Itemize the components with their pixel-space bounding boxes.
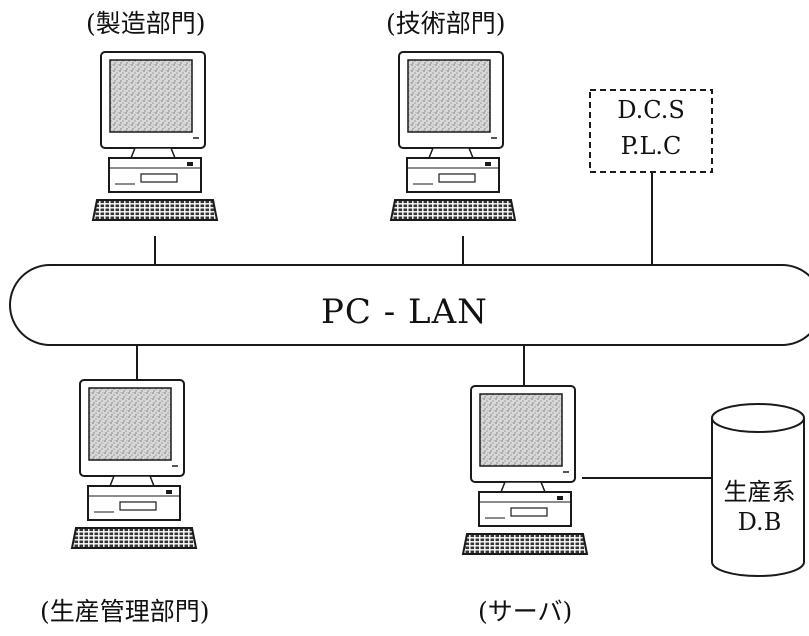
controller-box (589, 89, 713, 173)
controller-label-dcs: D.C.S (617, 96, 685, 124)
label-technical: (技術部門) (386, 9, 506, 38)
lan-bus (9, 264, 809, 346)
label-production-mgmt: (生産管理部門) (40, 597, 210, 626)
database-label-line1: 生産系 (723, 478, 796, 506)
computer-manufacturing-icon (92, 51, 218, 221)
computer-production-icon (71, 379, 197, 549)
computer-server-icon (462, 385, 588, 555)
lan-label: PC - LAN (321, 292, 488, 332)
label-manufacturing: (製造部門) (86, 9, 206, 38)
label-server: (サーバ) (478, 597, 573, 626)
database-label-line2: D.B (737, 508, 782, 536)
computer-technical-icon (390, 51, 516, 221)
controller-label-plc: P.L.C (620, 132, 682, 160)
database-cylinder-icon (711, 403, 805, 577)
